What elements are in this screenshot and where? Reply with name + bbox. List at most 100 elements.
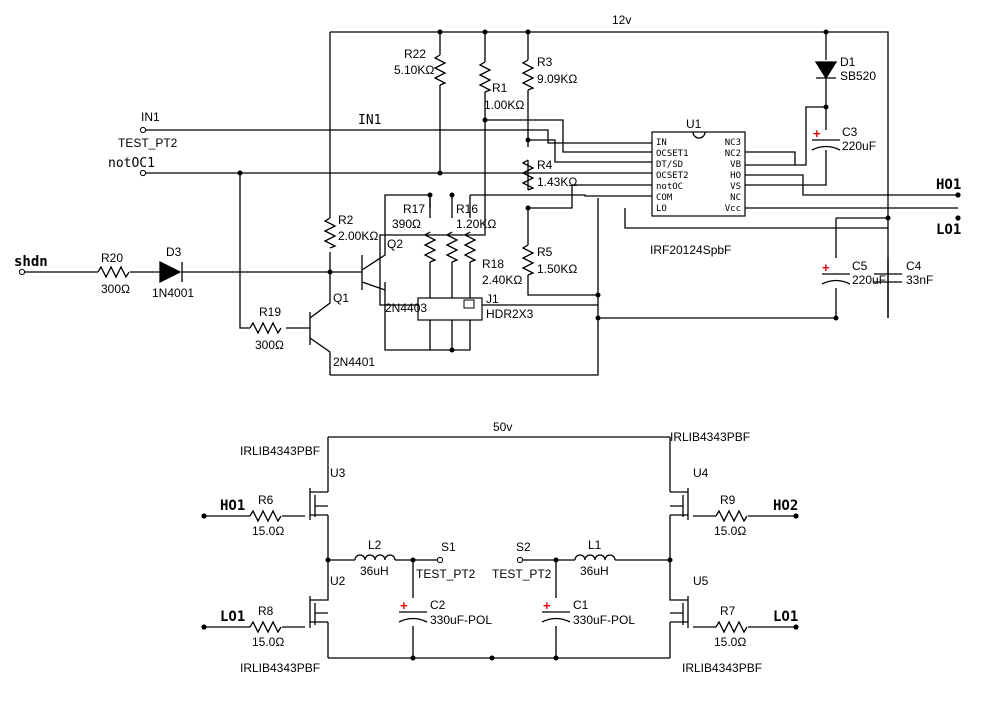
r22-ref: R22: [404, 47, 426, 61]
lo1-right-label: LO1: [773, 609, 798, 625]
pin-label: VS: [730, 182, 741, 192]
resistor-r19: [249, 321, 282, 335]
terminal-lo1-bottom: [201, 624, 207, 630]
ho1-bottom-label: HO1: [220, 498, 245, 514]
polarity-mark: +: [400, 598, 408, 613]
shdn-label: shdn: [14, 254, 48, 270]
j1-ref: J1: [486, 292, 499, 306]
in1-net-label: IN1: [358, 113, 381, 128]
in1-label: IN1: [141, 110, 160, 124]
rail-12v-label: 12v: [612, 13, 631, 27]
diode-d1: [814, 61, 838, 80]
testpoint-in1: [139, 126, 147, 134]
pin-label: NC2: [725, 149, 741, 159]
terminal-ho1-bottom: [201, 513, 207, 519]
top-resistor-symbols: [97, 54, 535, 335]
pin-label: OCSET2: [656, 171, 689, 181]
inductor-l2: [354, 554, 396, 561]
r22-val: 5.10KΩ: [394, 63, 434, 77]
in1-testpoint: TEST_PT2: [118, 136, 178, 150]
bottom-wires: [204, 436, 796, 659]
resistor-r7: [715, 620, 748, 634]
q2-val: 2N4403: [385, 301, 427, 315]
cap-c5: [821, 273, 851, 285]
header-j1-body: [417, 297, 483, 321]
polarity-mark: +: [813, 126, 821, 141]
ho1-label: HO1: [936, 177, 961, 193]
resistor-r2: [323, 217, 337, 249]
pin-label: LO: [656, 204, 667, 214]
u5-ref: U5: [693, 574, 709, 588]
q1-val: 2N4401: [333, 355, 375, 369]
l1-ref: L1: [588, 538, 602, 552]
pin-label: VB: [730, 160, 741, 170]
d1-val: SB520: [840, 69, 876, 83]
polarity-mark: +: [543, 598, 551, 613]
pin-label: notOC: [656, 182, 683, 192]
resistor-r8: [249, 620, 282, 634]
terminal-lo1: [955, 215, 961, 221]
r19-val: 300Ω: [255, 338, 284, 352]
ic-notch: [692, 131, 706, 139]
r6-ref: R6: [258, 493, 274, 507]
pin-label: NC3: [725, 138, 741, 148]
junction-dots-top: [237, 29, 891, 353]
pin-label: OCSET1: [656, 149, 689, 159]
r1-val: 1.00KΩ: [484, 98, 524, 112]
resistor-r3: [521, 59, 535, 91]
resistor-r4: [521, 159, 535, 191]
u5-val: IRLIB4343PBF: [682, 661, 762, 675]
cap-c1: [541, 611, 571, 623]
r16-val: 1.20KΩ: [456, 217, 496, 231]
u1-pin-labels-right: NC3 NC2 VB HO VS NC Vcc: [725, 138, 741, 214]
r17-val: 390Ω: [392, 217, 421, 231]
lo1-bottom-label: LO1: [220, 609, 245, 625]
r3-ref: R3: [537, 55, 553, 69]
terminal-shdn: [18, 268, 26, 276]
q1-ref: Q1: [333, 291, 349, 305]
r5-ref: R5: [537, 245, 553, 259]
pin-label: DT/SD: [656, 160, 683, 170]
r6-val: 15.0Ω: [252, 524, 284, 538]
r7-ref: R7: [720, 604, 736, 618]
u4-ref: U4: [693, 466, 709, 480]
d3-ref: D3: [166, 245, 182, 259]
terminal-lo1-right: [793, 624, 799, 630]
r3-val: 9.09KΩ: [537, 72, 577, 86]
r5-val: 1.50KΩ: [537, 262, 577, 276]
c4-val: 33nF: [906, 273, 933, 287]
c1-ref: C1: [573, 598, 589, 612]
u1-ref: U1: [686, 117, 702, 131]
r16-ref: R16: [456, 202, 478, 216]
c3-ref: C3: [842, 125, 858, 139]
u2-ref: U2: [330, 574, 346, 588]
resistor-r6: [249, 509, 282, 523]
inductor-l1: [574, 554, 616, 561]
u1-pin-labels-left: IN OCSET1 DT/SD OCSET2 notOC COM LO: [656, 138, 689, 214]
header-pin1: [463, 299, 475, 309]
pin-label: COM: [656, 193, 673, 203]
diode-d3: [159, 260, 183, 284]
c5-ref: C5: [852, 259, 868, 273]
terminal-notoc1: [139, 169, 147, 177]
testpoint-s2: [516, 556, 524, 564]
r4-val: 1.43KΩ: [537, 175, 577, 189]
lo1-label: LO1: [936, 222, 961, 238]
resistor-r16: [445, 231, 459, 263]
rail-50v-label: 50v: [493, 420, 512, 434]
ho2-label: HO2: [773, 498, 798, 514]
l2-ref: L2: [368, 538, 382, 552]
u3-val: IRLIB4343PBF: [240, 444, 320, 458]
r4-ref: R4: [537, 158, 553, 172]
u4-val: IRLIB4343PBF: [670, 430, 750, 444]
resistor-r17: [423, 231, 437, 263]
c2-val: 330uF-POL: [430, 613, 492, 627]
terminal-ho2: [793, 513, 799, 519]
terminal-ho1: [955, 192, 961, 198]
u1-part: IRF20124SpbF: [650, 243, 731, 257]
r20-val: 300Ω: [101, 282, 130, 296]
resistor-r5: [521, 244, 535, 276]
d3-val: 1N4001: [152, 286, 194, 300]
pin-label: Vcc: [725, 204, 741, 214]
